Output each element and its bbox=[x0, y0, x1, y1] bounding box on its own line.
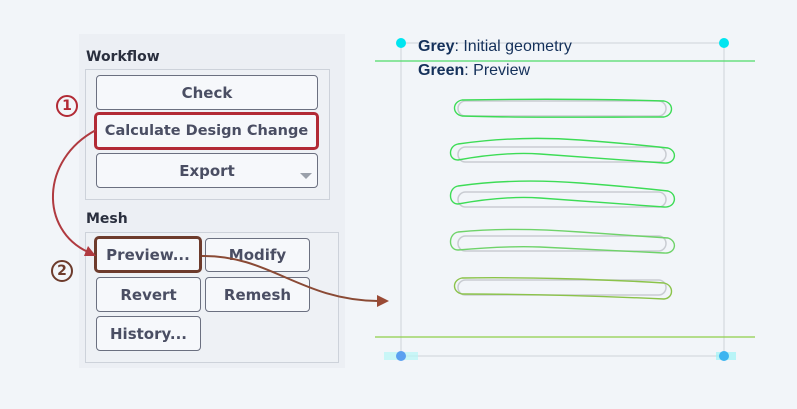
corner-handle-bottom-right[interactable] bbox=[719, 351, 729, 361]
preview-button[interactable]: Preview... bbox=[94, 236, 202, 273]
corner-handle-bottom-left[interactable] bbox=[396, 351, 406, 361]
legend-grey: Grey: Initial geometry bbox=[418, 38, 572, 56]
legend-grey-label: Grey bbox=[418, 38, 455, 55]
initial-geometry bbox=[457, 100, 667, 296]
dropdown-arrow-icon bbox=[300, 173, 312, 179]
legend-green-label: Green bbox=[418, 62, 465, 79]
corner-handle-top-left[interactable] bbox=[396, 38, 406, 48]
step-2-badge: 2 bbox=[51, 260, 73, 282]
step-1-badge: 1 bbox=[56, 95, 78, 117]
preview-geometry bbox=[449, 98, 675, 300]
mesh-section-title: Mesh bbox=[86, 211, 128, 227]
corner-handle-top-right[interactable] bbox=[719, 38, 729, 48]
arrow-head-icon bbox=[84, 246, 96, 256]
arrow-head-icon bbox=[377, 295, 389, 307]
step-1-arrow bbox=[52, 129, 97, 253]
bounding-box bbox=[400, 42, 725, 357]
calculate-design-change-button[interactable]: Calculate Design Change bbox=[94, 112, 319, 150]
legend-green-text: : Preview bbox=[464, 62, 531, 79]
step-2-arrow bbox=[201, 254, 379, 302]
workflow-section-title: Workflow bbox=[86, 49, 160, 65]
legend-green: Green: Preview bbox=[418, 62, 530, 80]
check-button[interactable]: Check bbox=[96, 75, 318, 110]
export-button-label: Export bbox=[179, 161, 235, 180]
legend-grey-text: : Initial geometry bbox=[454, 38, 572, 55]
history-button[interactable]: History... bbox=[96, 316, 201, 351]
export-button[interactable]: Export bbox=[96, 153, 318, 188]
revert-button[interactable]: Revert bbox=[96, 277, 201, 312]
remesh-button[interactable]: Remesh bbox=[205, 277, 310, 312]
